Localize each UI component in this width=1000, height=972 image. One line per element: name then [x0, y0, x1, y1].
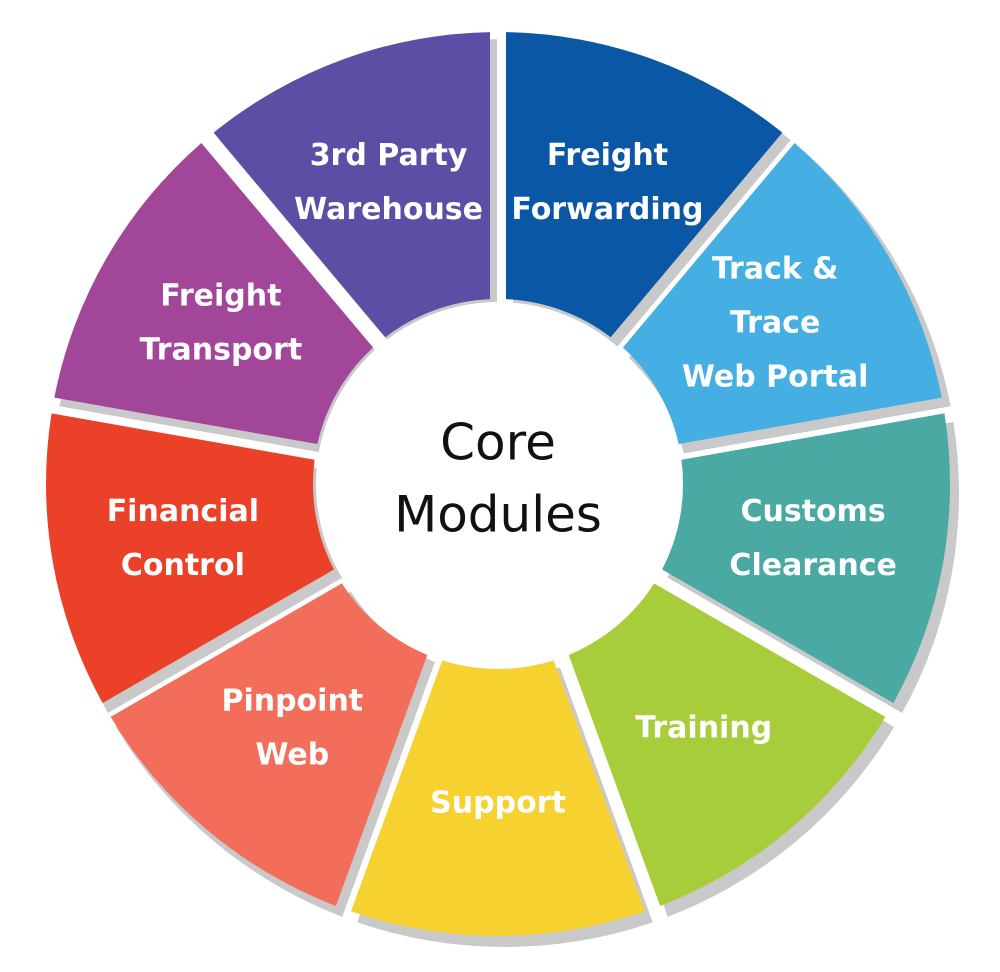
segment-label-freight-forwarding-line-2: Forwarding	[511, 192, 703, 227]
segment-label-customs-clearance-line-2: Clearance	[729, 548, 896, 583]
segment-shape-training	[568, 583, 886, 906]
segment-label-financial-control-line-1: Financial	[107, 494, 259, 529]
center-circle	[316, 302, 680, 666]
segment-shape-financial-control	[45, 413, 334, 704]
segment-shape-3rd-party-warehouse	[213, 32, 491, 338]
segment-shape-freight-transport	[54, 142, 374, 445]
segment-label-track-trace-web-portal-line-2: Trace	[730, 306, 820, 341]
segment-label-freight-forwarding-line-1: Freight	[547, 138, 668, 173]
center-title-line-1: Core	[440, 414, 556, 472]
segment-label-freight-transport-line-1: Freight	[160, 279, 281, 314]
center-title-line-2: Modules	[394, 486, 602, 544]
segment-label-training-line-1: Training	[635, 711, 772, 746]
segment-label-3rd-party-warehouse-line-2: Warehouse	[294, 192, 483, 227]
segment-shape-freight-forwarding	[505, 32, 783, 338]
segment-shape-customs-clearance	[662, 413, 950, 704]
segment-shape-support	[350, 660, 646, 936]
segment-shape-pinpoint-web	[110, 583, 428, 906]
segment-training: Training	[568, 583, 886, 906]
segment-label-financial-control-line-2: Control	[121, 548, 245, 583]
segment-label-3rd-party-warehouse-line-1: 3rd Party	[310, 138, 468, 173]
segment-label-customs-clearance-line-1: Customs	[740, 494, 885, 529]
segment-label-pinpoint-web-line-1: Pinpoint	[221, 684, 363, 719]
segment-shape-track-trace-web-portal	[622, 142, 942, 445]
segment-label-support-line-1: Support	[430, 786, 566, 821]
segment-label-track-trace-web-portal-line-3: Web Portal	[682, 360, 869, 395]
segment-support: Support	[350, 660, 646, 936]
segment-label-track-trace-web-portal-line-1: Track &	[712, 252, 839, 287]
segment-label-pinpoint-web-line-2: Web	[255, 738, 329, 773]
segment-label-freight-transport-line-2: Transport	[140, 333, 303, 368]
